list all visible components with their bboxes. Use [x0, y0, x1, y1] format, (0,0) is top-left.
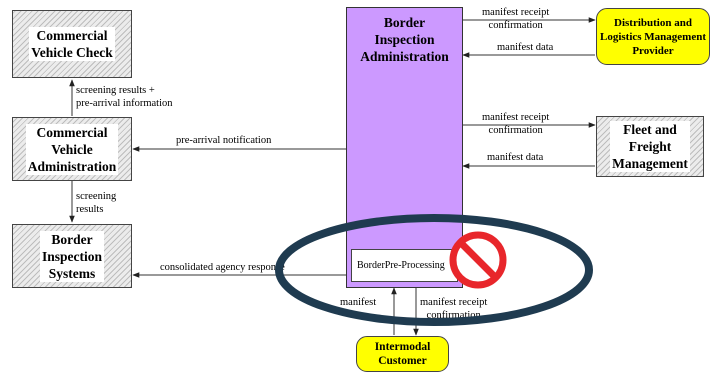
flow-label-prearrival-notification: pre-arrival notification	[176, 135, 272, 146]
flow-label-ff-receipt-confirmation: manifest receipt confirmation	[482, 112, 550, 136]
border-inspection-systems-label: Border Inspection Systems	[39, 230, 104, 282]
commercial-vehicle-administration-box: Commercial Vehicle Administration	[12, 117, 132, 181]
commercial-vehicle-administration-label: Commercial Vehicle Administration	[25, 123, 119, 175]
border-pre-processing-label: BorderPre-Processing	[357, 260, 445, 271]
flow-label-consolidated-response: consolidated agency response	[160, 262, 285, 273]
highlight-ellipse	[275, 214, 593, 326]
border-pre-processing-box: BorderPre-Processing	[351, 249, 458, 282]
intermodal-customer-box: Intermodal Customer	[356, 336, 449, 372]
intermodal-customer-label: Intermodal Customer	[374, 341, 431, 367]
flow-label-dl-manifest-data: manifest data	[497, 42, 554, 53]
flow-label-dl-receipt-confirmation: manifest receipt confirmation	[482, 7, 550, 31]
fleet-freight-management-box: Fleet and Freight Management	[596, 116, 704, 177]
commercial-vehicle-check-label: Commercial Vehicle Check	[29, 27, 115, 61]
border-inspection-administration-label: Border Inspection Administration	[360, 15, 449, 64]
distribution-logistics-provider-box: Distribution and Logistics Management Pr…	[596, 8, 710, 65]
flow-label-ic-receipt-confirmation: manifest receipt confirmation	[420, 297, 488, 321]
border-inspection-systems-box: Border Inspection Systems	[12, 224, 132, 288]
fleet-freight-management-label: Fleet and Freight Management	[610, 121, 690, 172]
flow-label-screening-plus-prearrival: screening results + pre-arrival informat…	[76, 85, 173, 109]
no-entry-sign-icon	[449, 231, 507, 289]
border-inspection-administration-box: Border Inspection Administration	[346, 7, 463, 288]
flow-label-ff-manifest-data: manifest data	[487, 152, 544, 163]
distribution-logistics-provider-label: Distribution and Logistics Management Pr…	[599, 16, 706, 57]
commercial-vehicle-check-box: Commercial Vehicle Check	[12, 10, 132, 78]
flow-label-screening-results: screening results	[76, 191, 117, 215]
